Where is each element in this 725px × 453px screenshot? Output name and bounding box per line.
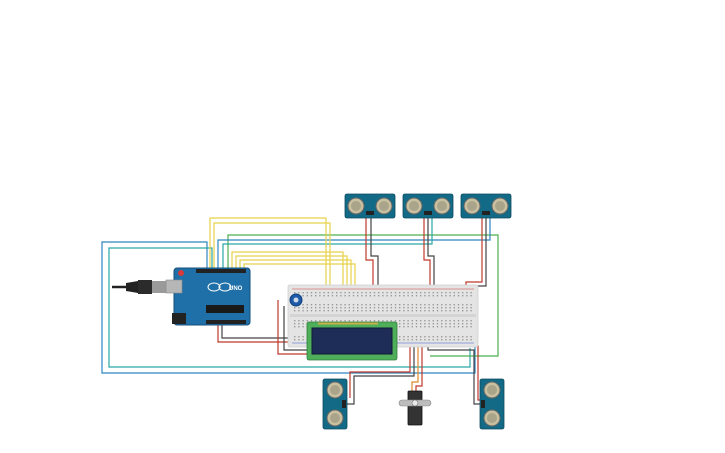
servo-horn-icon <box>398 399 432 407</box>
ultrasonic-sensor-5[interactable] <box>479 378 505 430</box>
potentiometer-icon <box>293 297 299 303</box>
wire-s1-red <box>365 218 374 290</box>
wire-s1-dark <box>370 218 379 290</box>
wire-yellow-1 <box>209 217 327 322</box>
wire-blue-outer <box>101 241 476 374</box>
wire-yellow-2 <box>213 222 331 322</box>
servo-motor[interactable] <box>398 390 432 426</box>
wire-s3-dark <box>469 218 487 290</box>
potentiometer[interactable] <box>289 293 303 307</box>
wire-red-lcd <box>277 300 308 355</box>
ultrasonic-sensor-3[interactable] <box>460 193 512 219</box>
wire-teal-inner <box>108 247 471 368</box>
wire-s4-dark <box>346 300 415 405</box>
lcd-display[interactable] <box>306 321 398 361</box>
lcd-pins <box>318 322 378 325</box>
usb-cable-icon <box>112 280 166 294</box>
ultrasonic-sensor-2[interactable] <box>402 193 454 219</box>
wire-s2-red <box>423 218 431 290</box>
wire-green <box>227 234 499 357</box>
wire-blue-top2 <box>222 218 433 268</box>
arduino-board-label: UNO <box>229 286 243 292</box>
ultrasonic-sensor-1[interactable] <box>344 193 396 219</box>
arduino-uno[interactable]: UNO <box>112 267 251 326</box>
wire-blue-top <box>217 218 491 268</box>
wire-s2-dark <box>427 218 435 290</box>
wire-dark-lcd <box>283 306 308 351</box>
ultrasonic-sensor-4[interactable] <box>322 378 348 430</box>
wire-s3-red <box>465 218 483 290</box>
